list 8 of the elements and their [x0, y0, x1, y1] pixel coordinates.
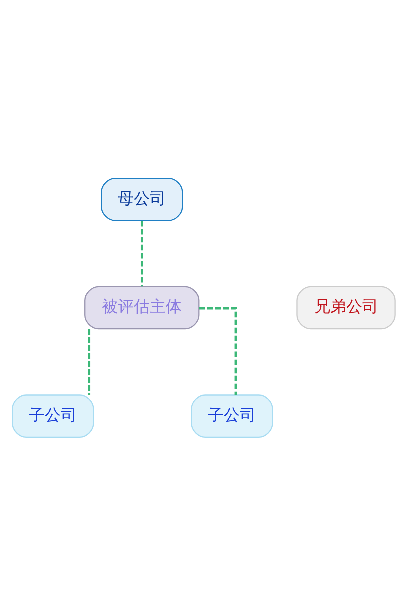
- node-box: 母公司: [101, 178, 184, 222]
- node-box: 子公司: [191, 394, 274, 438]
- node-box: 兄弟公司: [296, 286, 396, 330]
- connector: [88, 329, 91, 395]
- node-box: 被评估主体: [84, 286, 200, 330]
- connector: [141, 221, 144, 287]
- connector: [199, 307, 238, 396]
- node-box: 子公司: [12, 394, 94, 438]
